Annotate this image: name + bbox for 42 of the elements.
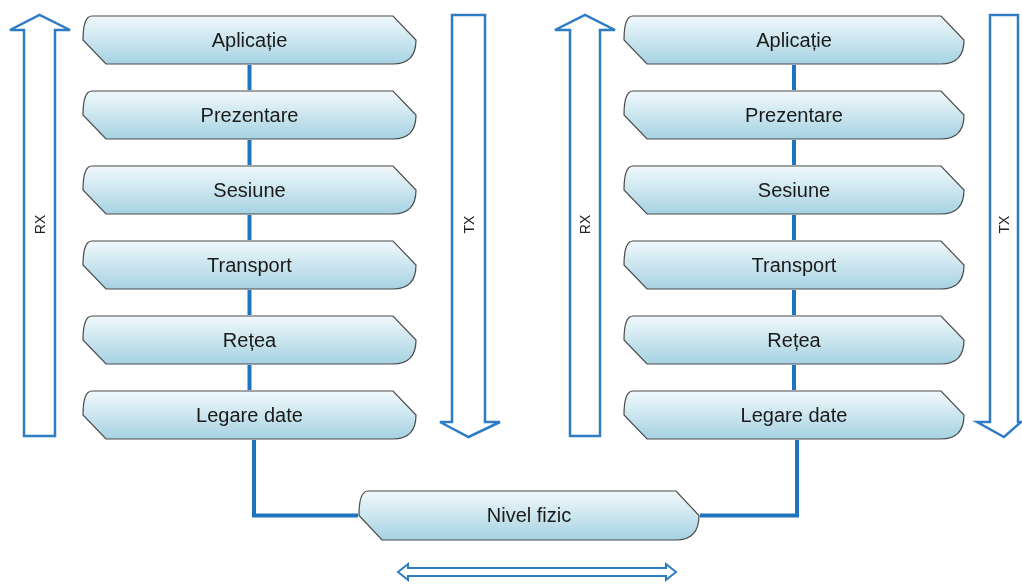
layer-name: Rețea — [767, 327, 821, 353]
layer-name: Legare date — [740, 402, 848, 428]
direction-label: RX — [575, 213, 594, 237]
connector-line — [700, 440, 799, 518]
direction-label: TX — [994, 214, 1013, 236]
layer-box — [82, 315, 417, 365]
connector-line — [247, 65, 252, 90]
layer-name: Transport — [751, 252, 837, 278]
connector-line — [247, 290, 252, 315]
connector-line — [252, 440, 358, 518]
connector-line — [792, 140, 796, 165]
layer-box — [82, 165, 417, 215]
layer-name: Aplicație — [756, 27, 832, 53]
layer-name: Rețea — [222, 327, 277, 353]
layer-name: Prezentare — [200, 102, 299, 128]
layer-name: Legare date — [196, 402, 303, 428]
layer-name: Sesiune — [757, 177, 831, 203]
connector-line — [792, 215, 796, 240]
layer-box — [358, 490, 700, 541]
layer-name: Transport — [207, 252, 292, 278]
layer-box — [623, 315, 965, 365]
layer-box — [623, 390, 965, 440]
direction-label: TX — [459, 214, 477, 236]
layer-box — [82, 15, 417, 65]
connector-line — [247, 365, 252, 390]
layer-name: Aplicație — [211, 27, 288, 53]
layer-name: Prezentare — [745, 102, 843, 128]
layer-box — [82, 90, 417, 140]
layer-name: Sesiune — [213, 177, 286, 203]
connector-line — [247, 140, 252, 165]
layer-box — [82, 390, 417, 440]
connector-line — [792, 290, 796, 315]
connector-line — [792, 65, 796, 90]
layer-box — [623, 165, 965, 215]
layer-box — [623, 240, 965, 290]
layer-name: Nivel fizic — [486, 503, 572, 528]
layer-box — [623, 15, 965, 65]
connector-line — [792, 365, 796, 390]
layer-box — [623, 90, 965, 140]
connector-line — [247, 215, 252, 240]
layer-box — [82, 240, 417, 290]
direction-label: RX — [30, 213, 48, 237]
